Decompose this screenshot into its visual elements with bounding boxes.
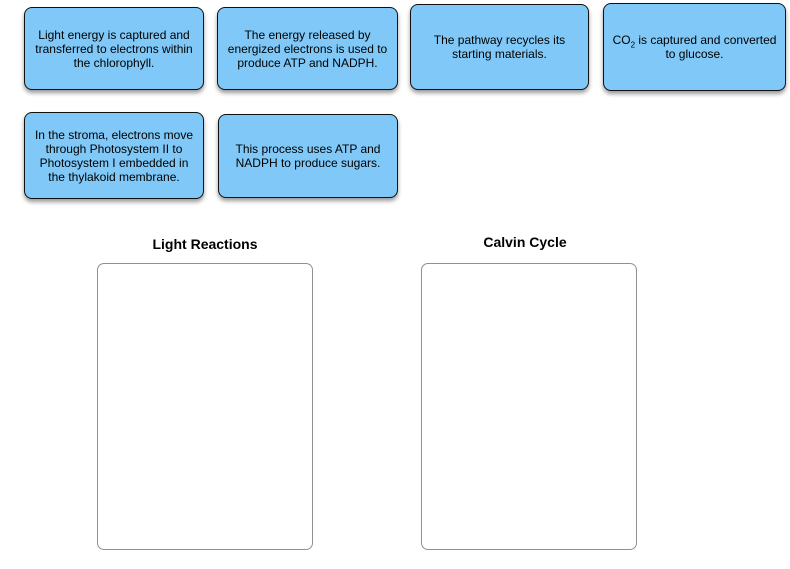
subscript-2: 2 xyxy=(630,40,636,50)
drop-zone-label-calvin-cycle: Calvin Cycle xyxy=(483,234,567,250)
card-text: Light energy is captured and transferred… xyxy=(35,27,193,70)
drop-zone-calvin-cycle[interactable] xyxy=(421,263,637,550)
card-text: The energy released by energized electro… xyxy=(227,27,388,70)
drop-zone-label-light-reactions: Light Reactions xyxy=(152,236,258,252)
card-uses-atp-nadph-sugars[interactable]: This process uses ATP and NADPH to produ… xyxy=(218,114,398,198)
card-photosystems-thylakoid[interactable]: In the stroma, electrons move through Ph… xyxy=(24,112,204,199)
card-co2-glucose[interactable]: CO2 is captured and converted to glucose… xyxy=(603,3,786,91)
card-text: In the stroma, electrons move through Ph… xyxy=(34,127,194,184)
card-text: This process uses ATP and NADPH to produ… xyxy=(235,142,381,170)
card-text: CO2 is captured and converted to glucose… xyxy=(612,33,777,61)
card-text: The pathway recycles its starting materi… xyxy=(433,33,566,61)
card-recycles-materials[interactable]: The pathway recycles its starting materi… xyxy=(410,4,589,90)
card-produce-atp-nadph[interactable]: The energy released by energized electro… xyxy=(217,7,398,90)
card-light-energy-chlorophyll[interactable]: Light energy is captured and transferred… xyxy=(24,7,204,90)
drop-zone-light-reactions[interactable] xyxy=(97,263,313,550)
